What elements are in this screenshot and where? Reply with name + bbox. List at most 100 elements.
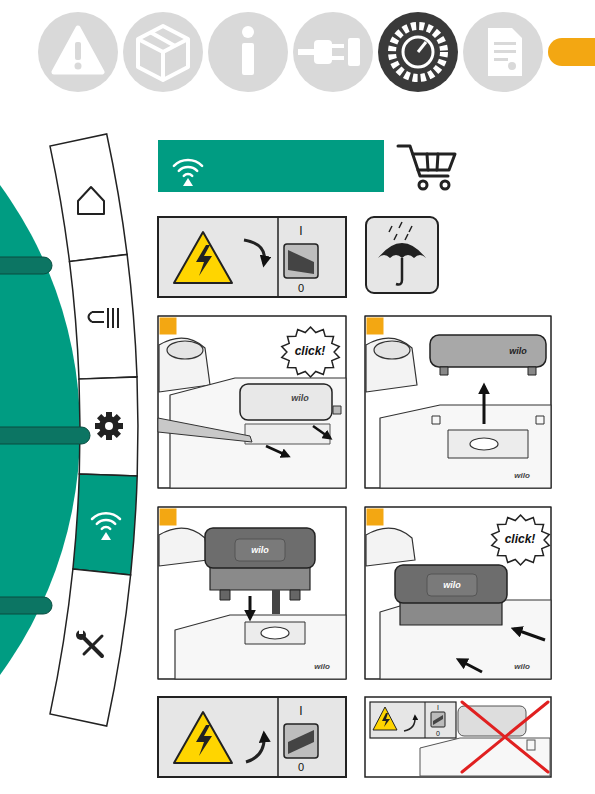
section-icons [348, 38, 360, 66]
section-icons [494, 42, 516, 45]
step-panel [427, 574, 477, 596]
rain-icon [396, 258, 402, 285]
cart-icon [427, 154, 438, 170]
power-off-panel [244, 240, 265, 264]
brand-logo: wilo [443, 581, 461, 590]
step-panel [175, 615, 346, 679]
step-panel [167, 341, 203, 359]
menu-band [50, 134, 127, 262]
step-panel [158, 316, 346, 488]
power-on-panel [158, 697, 346, 777]
step-panel [367, 318, 384, 335]
section-icons [150, 32, 175, 46]
brand-logo: wilo [514, 663, 530, 671]
section-icons [418, 42, 426, 52]
step-panel [290, 590, 300, 600]
power-on-panel [174, 712, 232, 763]
menu-bars [0, 257, 52, 274]
section-icons [138, 39, 188, 80]
menu-icons [78, 187, 104, 214]
step-panel [249, 596, 252, 618]
step-panel [432, 416, 440, 424]
wrong-order-panel [373, 707, 397, 730]
menu-icons [102, 527, 110, 529]
power-off-panel [277, 217, 279, 297]
menu-icons [92, 513, 120, 529]
step-panel [365, 507, 551, 679]
menu-bars [0, 257, 90, 614]
step-panel [160, 318, 177, 335]
section-icons [378, 12, 458, 92]
section-icons [38, 12, 118, 92]
wireless-banner [179, 167, 197, 171]
section-icons [54, 28, 102, 72]
power-off-panel [174, 232, 232, 283]
section-icons [403, 37, 433, 67]
section-icons [314, 40, 332, 64]
step-panel [266, 446, 288, 456]
cart-icon [398, 146, 455, 189]
section-icons [75, 42, 81, 60]
power-on-panel [246, 734, 264, 762]
section-icons [332, 44, 344, 48]
step-panel [272, 590, 280, 614]
step-panel [367, 509, 384, 526]
switch-mark: I [299, 225, 302, 237]
wireless-banner [183, 178, 193, 186]
switch-mark: 0 [298, 762, 304, 773]
menu-band [50, 569, 131, 726]
wireless-banner [158, 140, 384, 192]
menu-icons [82, 636, 102, 656]
section-icons [138, 26, 188, 80]
burst-outline [281, 327, 339, 377]
menu-band [73, 474, 137, 575]
power-on-panel [277, 697, 279, 777]
switch-mark: I [299, 705, 302, 717]
step-panel [245, 622, 305, 644]
step-panel [366, 528, 415, 566]
power-on-panel [284, 724, 318, 758]
click-burst: click! [280, 326, 341, 378]
section-icons [242, 43, 254, 75]
section-icons [463, 12, 543, 92]
cart-icon [441, 181, 449, 189]
section-icons [392, 26, 444, 78]
wireless-banner [174, 160, 202, 176]
brand-logo: wilo [251, 546, 269, 555]
menu-icons [84, 636, 102, 654]
burst-outline [491, 515, 549, 565]
step-panel [470, 438, 498, 450]
brand-logo: wilo [509, 347, 527, 356]
wrong-order-panel [404, 716, 415, 731]
step-panel [514, 629, 545, 640]
step-panel [365, 316, 551, 488]
power-on-panel [196, 725, 212, 756]
rain-icon [366, 217, 438, 293]
wireless-banner [158, 140, 384, 192]
switch-mark: 0 [298, 283, 304, 294]
menu-icons [101, 532, 111, 540]
step-panel [459, 660, 482, 672]
menu-bars [0, 597, 52, 614]
wrong-order-panel [527, 740, 535, 750]
wrong-order-panel [458, 706, 526, 736]
step-panel [159, 338, 210, 392]
section-icons [494, 58, 508, 61]
rain-icon [389, 222, 412, 240]
menu-icons [92, 513, 120, 519]
switch-mark: 0 [436, 730, 440, 737]
step-panel [240, 384, 332, 420]
section-icons [208, 12, 288, 92]
section-icons [548, 38, 595, 66]
section-icons [298, 49, 316, 55]
step-panel [158, 507, 346, 679]
section-icons [123, 12, 203, 92]
power-off-panel [158, 217, 346, 297]
step-panel [158, 316, 551, 679]
menu-band [70, 254, 138, 379]
switch-mark: I [437, 704, 439, 711]
section-icons [488, 28, 522, 76]
brand-logo: wilo [291, 394, 309, 403]
power-on-panel [288, 730, 314, 754]
